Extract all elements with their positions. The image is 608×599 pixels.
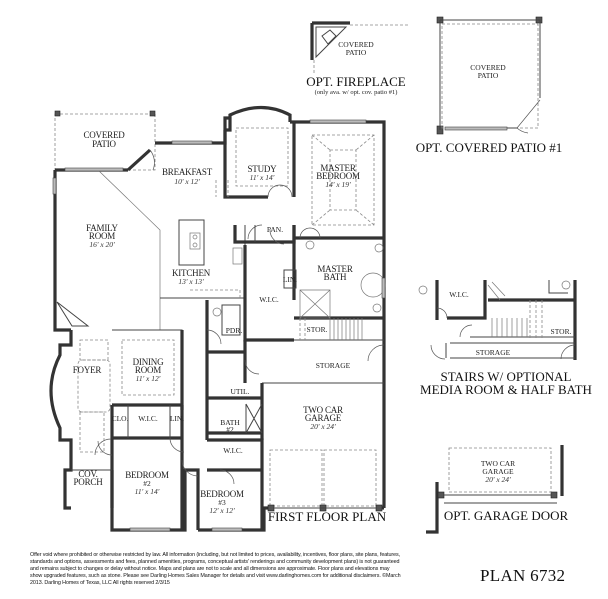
- ceiling-details: [77, 127, 377, 507]
- label-bedroom3-2: #3: [218, 498, 226, 507]
- label-covered-patio: COVERED: [83, 130, 125, 140]
- label-garage-1: TWO CAR: [303, 405, 343, 415]
- label-stor: STOR.: [307, 325, 328, 334]
- label-dining-room-1: DINING: [133, 357, 164, 367]
- option-garage-door: TWO CAR GARAGE 20' x 24' OPT. GARAGE DOO…: [426, 445, 569, 534]
- label-master-bedroom-2: BEDROOM: [316, 171, 360, 181]
- dims-master-bedroom: 14' x 19': [325, 180, 351, 189]
- label-linen-hall: LIN.: [170, 414, 184, 423]
- patio1-covered-label: COVERED: [470, 63, 506, 72]
- option-stairs-media: W.I.C. STOR. STORAGE STAIRS W/ OPTIONAL …: [418, 280, 592, 397]
- patio1-patio-label: PATIO: [478, 71, 499, 80]
- label-master-bath-2: BATH: [324, 272, 347, 282]
- opt-covered-patio-caption: OPT. COVERED PATIO #1: [416, 140, 563, 155]
- plan-number: PLAN 6732: [480, 566, 566, 585]
- doors: [94, 149, 385, 485]
- opt-fireplace-note: (only ava. w/ opt. cov. patio #1): [315, 89, 398, 96]
- label-bath2-1: BATH: [220, 418, 240, 427]
- dims-bedroom2: 11' x 14': [135, 487, 160, 496]
- label-bedroom2-2: #2: [143, 479, 151, 488]
- first-floor-plan-caption: FIRST FLOOR PLAN: [268, 509, 387, 524]
- fireplace-patio-label: PATIO: [346, 48, 367, 57]
- label-bedroom2-1: BEDROOM: [125, 470, 169, 480]
- option-fireplace: COVERED PATIO OPT. FIREPLACE (only ava. …: [306, 21, 410, 96]
- label-kitchen: KITCHEN: [172, 268, 211, 278]
- label-bath2-2: #2: [226, 425, 234, 434]
- garage-door-dims: 20' x 24': [485, 475, 511, 484]
- dims-garage: 20' x 24': [310, 422, 336, 431]
- windows: [52, 119, 386, 532]
- dims-study: 11' x 14': [250, 173, 275, 182]
- legal-disclaimer: Offer void where prohibited or otherwise…: [30, 552, 401, 586]
- stairs-caption-1: STAIRS W/ OPTIONAL: [441, 369, 572, 384]
- label-study: STUDY: [247, 164, 277, 174]
- label-dining-room-2: ROOM: [135, 365, 161, 375]
- dims-dining-room: 11' x 12': [136, 374, 161, 383]
- fireplace-covered-label: COVERED: [338, 40, 374, 49]
- label-powder: PDR.: [226, 326, 243, 335]
- master-bath-fixtures: [212, 240, 386, 319]
- dims-bedroom3: 12' x 12': [209, 506, 235, 515]
- label-wic-master: W.I.C.: [259, 295, 279, 304]
- interior-walls: [71, 122, 384, 530]
- label-covered-patio-2: PATIO: [92, 139, 116, 149]
- label-wic-bed3: W.I.C.: [223, 446, 243, 455]
- opt-fireplace-caption: OPT. FIREPLACE: [306, 74, 405, 89]
- label-master-bath-1: MASTER: [317, 264, 353, 274]
- label-family-room-1: FAMILY: [86, 223, 118, 233]
- label-breakfast: BREAKFAST: [162, 167, 213, 177]
- label-master-bedroom-1: MASTER: [320, 163, 356, 173]
- label-bedroom3-1: BEDROOM: [200, 489, 244, 499]
- kitchen-island: [178, 219, 243, 266]
- garage-door-two-car-label: TWO CAR: [481, 459, 515, 468]
- label-garage-2: GARAGE: [305, 413, 342, 423]
- label-wic-bed2: W.I.C.: [138, 414, 158, 423]
- label-foyer: FOYER: [73, 365, 102, 375]
- label-linen-master: LIN.: [283, 275, 297, 284]
- stairs-stor-label: STOR.: [551, 327, 572, 336]
- label-cov-porch-1: COV.: [78, 469, 97, 479]
- stairs-storage-label: STORAGE: [476, 348, 511, 357]
- stairs-caption-2: MEDIA ROOM & HALF BATH: [420, 382, 592, 397]
- opt-garage-door-caption: OPT. GARAGE DOOR: [444, 508, 569, 523]
- label-pantry: PAN.: [267, 225, 283, 234]
- stairs-wic-label: W.I.C.: [449, 290, 469, 299]
- garage-door-garage-label: GARAGE: [482, 467, 514, 476]
- label-family-room-2: ROOM: [89, 231, 115, 241]
- dims-kitchen: 13' x 13': [178, 277, 204, 286]
- label-closet: CLO.: [112, 414, 129, 423]
- main-floor-plan: COVERED PATIO BREAKFAST 10' x 12' STUDY …: [49, 105, 387, 532]
- dims-family-room: 16' x 20': [89, 240, 115, 249]
- label-storage: STORAGE: [316, 361, 351, 370]
- option-covered-patio-1: COVERED PATIO OPT. COVERED PATIO #1: [416, 16, 563, 155]
- label-cov-porch-2: PORCH: [73, 477, 103, 487]
- dims-breakfast: 10' x 12': [174, 177, 200, 186]
- label-utility: UTIL.: [231, 387, 250, 396]
- stairs: [299, 318, 363, 340]
